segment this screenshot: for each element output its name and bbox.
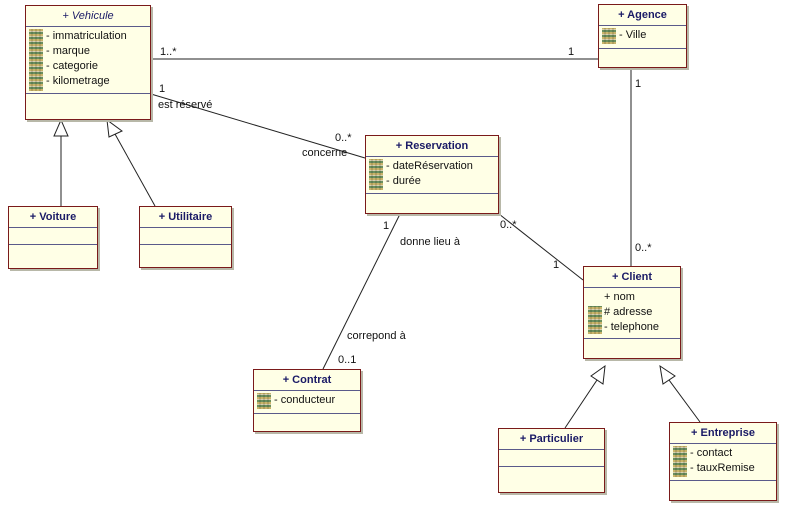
attribute: - kilometrage	[46, 75, 110, 87]
role-label: est réservé	[158, 99, 213, 111]
attributes-icon	[369, 159, 383, 190]
class-name: + Contrat	[254, 370, 360, 391]
attributes-icon	[602, 28, 616, 44]
multiplicity-label: 1	[568, 46, 575, 58]
attribute: - contact	[690, 447, 733, 459]
class-name: + Voiture	[9, 207, 97, 228]
attribute: - categorie	[46, 60, 98, 72]
attribute: - durée	[386, 175, 421, 187]
class-name: + Particulier	[499, 429, 604, 450]
attributes-icon	[29, 29, 43, 91]
attributes-icon	[257, 393, 271, 409]
attribute: - marque	[46, 45, 91, 57]
attribute: - telephone	[604, 321, 660, 333]
multiplicity-label: 1	[159, 83, 166, 95]
class-name: + Vehicule	[26, 6, 150, 27]
edge-vehicule-reservation[interactable]	[150, 93, 366, 159]
edge-utilitaire-vehicule[interactable]	[114, 133, 156, 207]
attribute: - dateRéservation	[386, 160, 473, 172]
class-name: + Entreprise	[670, 423, 776, 444]
class-vehicule[interactable]: + Vehicule - immatriculation - marque - …	[25, 5, 151, 120]
inheritance-arrowhead	[106, 118, 123, 138]
attribute: + nom	[604, 291, 635, 303]
attribute: - immatriculation	[46, 30, 127, 42]
attribute: # adresse	[604, 306, 653, 318]
role-label: correpond à	[347, 330, 406, 342]
multiplicity-label: 1..*	[160, 46, 177, 58]
class-entreprise[interactable]: + Entreprise - contact - tauxRemise	[669, 422, 777, 501]
attribute: - tauxRemise	[690, 462, 755, 474]
role-label: donne lieu à	[400, 236, 460, 248]
multiplicity-label: 0..1	[338, 354, 357, 366]
attributes-icon	[673, 446, 687, 477]
inheritance-arrowhead	[53, 118, 69, 137]
class-name: + Agence	[599, 5, 686, 26]
class-voiture[interactable]: + Voiture	[8, 206, 98, 269]
multiplicity-label: 0..*	[635, 242, 652, 254]
multiplicity-label: 0..*	[335, 132, 352, 144]
class-name: + Utilitaire	[140, 207, 231, 228]
multiplicity-label: 1	[553, 259, 560, 271]
edge-reservation-contrat[interactable]	[322, 213, 401, 370]
inheritance-arrowhead	[659, 364, 676, 385]
edge-particulier-client[interactable]	[564, 379, 598, 429]
multiplicity-label: 1	[635, 78, 642, 90]
multiplicity-label: 1	[383, 220, 390, 232]
attribute: - conducteur	[274, 394, 336, 406]
class-client[interactable]: + Client + nom # adresse - telephone	[583, 266, 681, 359]
class-agence[interactable]: + Agence - Ville	[598, 4, 687, 68]
edge-entreprise-client[interactable]	[668, 379, 701, 423]
class-name: + Client	[584, 267, 680, 288]
attributes-icon	[588, 306, 602, 334]
class-utilitaire[interactable]: + Utilitaire	[139, 206, 232, 268]
class-reservation[interactable]: + Reservation - dateRéservation - durée	[365, 135, 499, 214]
multiplicity-label: 0..*	[500, 219, 517, 231]
inheritance-arrowhead	[590, 364, 606, 385]
edge-reservation-client[interactable]	[498, 213, 584, 281]
attribute: - Ville	[619, 29, 647, 41]
class-name: + Reservation	[366, 136, 498, 157]
class-particulier[interactable]: + Particulier	[498, 428, 605, 493]
role-label: concerne	[302, 147, 348, 159]
class-contrat[interactable]: + Contrat - conducteur	[253, 369, 361, 432]
